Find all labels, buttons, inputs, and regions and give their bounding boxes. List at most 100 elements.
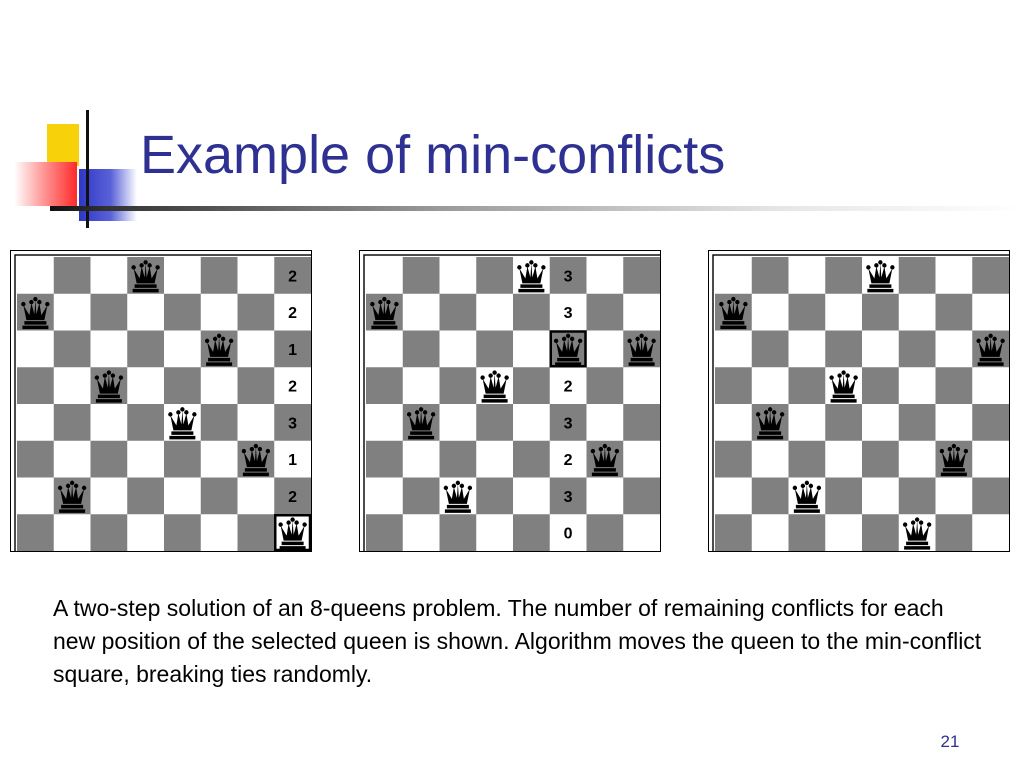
board-square: [200, 257, 238, 295]
board-square: [17, 404, 55, 442]
board-square: [751, 257, 789, 295]
board-square: [164, 330, 202, 368]
queen-icon: [204, 333, 234, 366]
queen-icon: [627, 333, 656, 366]
board-square: [53, 514, 91, 551]
board-square: [274, 404, 311, 442]
board-square: [237, 514, 275, 551]
board-square: [53, 330, 91, 368]
board-square: [439, 404, 477, 442]
board-square: [237, 404, 275, 442]
queen-icon: [719, 296, 748, 330]
board-square: [513, 440, 551, 478]
queen-icon: [168, 407, 197, 440]
board-square: [53, 367, 91, 405]
board-square: [53, 257, 91, 295]
board-square: [751, 477, 789, 515]
board-square: [439, 330, 477, 368]
board-square: [90, 440, 128, 478]
board-square: [862, 440, 900, 478]
board-square: [623, 257, 660, 295]
board-square: [549, 477, 587, 515]
board-square: [549, 367, 587, 405]
board-square: [972, 404, 1009, 442]
board-square: [237, 257, 275, 295]
board-square: [586, 514, 624, 551]
board-square: [623, 440, 660, 478]
board-square: [898, 293, 936, 331]
board-square: [862, 477, 900, 515]
board-square: [898, 440, 936, 478]
board-square: [898, 477, 936, 515]
board-square: [549, 440, 587, 478]
board-square: [788, 330, 826, 368]
conflict-count: 3: [288, 415, 297, 432]
board-square: [935, 514, 973, 551]
queen-icon: [902, 517, 932, 550]
board-square: [402, 330, 440, 368]
board-square: [237, 477, 275, 515]
board-square: [788, 293, 826, 331]
board-square: [476, 477, 514, 515]
queen-icon: [517, 260, 546, 293]
board-square: [751, 367, 789, 405]
decoration-vertical-line: [86, 110, 89, 228]
board-square: [972, 477, 1009, 515]
board-square: [825, 404, 863, 442]
board-square: [127, 404, 165, 442]
board-square: [549, 257, 587, 295]
board-square: [200, 404, 238, 442]
board-square: [439, 514, 477, 551]
board-square: [972, 514, 1009, 551]
queen-icon: [57, 480, 87, 513]
queen-icon: [370, 296, 399, 330]
board-square: [825, 293, 863, 331]
board-square: [862, 293, 900, 331]
conflict-count: 3: [564, 489, 573, 506]
board-square: [623, 293, 660, 331]
board-square: [402, 257, 440, 295]
conflict-count: 1: [288, 452, 297, 469]
queen-icon: [866, 260, 895, 293]
board-square: [862, 367, 900, 405]
board-square: [402, 514, 440, 551]
board-square: [513, 293, 551, 331]
board-square: [825, 440, 863, 478]
selected-square: [274, 514, 311, 551]
conflict-count: 2: [564, 379, 573, 396]
board-square: [862, 514, 900, 551]
queen-icon: [939, 443, 969, 477]
decoration-red-square: [14, 162, 77, 206]
board-square: [715, 477, 753, 515]
board-square: [476, 293, 514, 331]
board-square: [237, 330, 275, 368]
conflict-count: 2: [288, 379, 297, 396]
board-square: [751, 514, 789, 551]
board-square: [788, 404, 826, 442]
board-square: [825, 257, 863, 295]
conflict-count: 2: [288, 305, 297, 322]
board-square: [127, 514, 165, 551]
board-square: [200, 367, 238, 405]
conflict-count: 3: [564, 305, 573, 322]
board-square: [17, 514, 55, 551]
board-square: [972, 440, 1009, 478]
queen-icon: [241, 443, 271, 477]
board-square: [164, 257, 202, 295]
board-square: [274, 293, 311, 331]
board-square: [90, 477, 128, 515]
board-square: [751, 293, 789, 331]
board-square: [825, 514, 863, 551]
board-square: [623, 477, 660, 515]
board-square: [164, 367, 202, 405]
board-square: [274, 477, 311, 515]
board-square: [513, 404, 551, 442]
board-square: [476, 330, 514, 368]
board-square: [366, 477, 404, 515]
board-square: [90, 330, 128, 368]
conflict-count: 0: [564, 526, 573, 543]
